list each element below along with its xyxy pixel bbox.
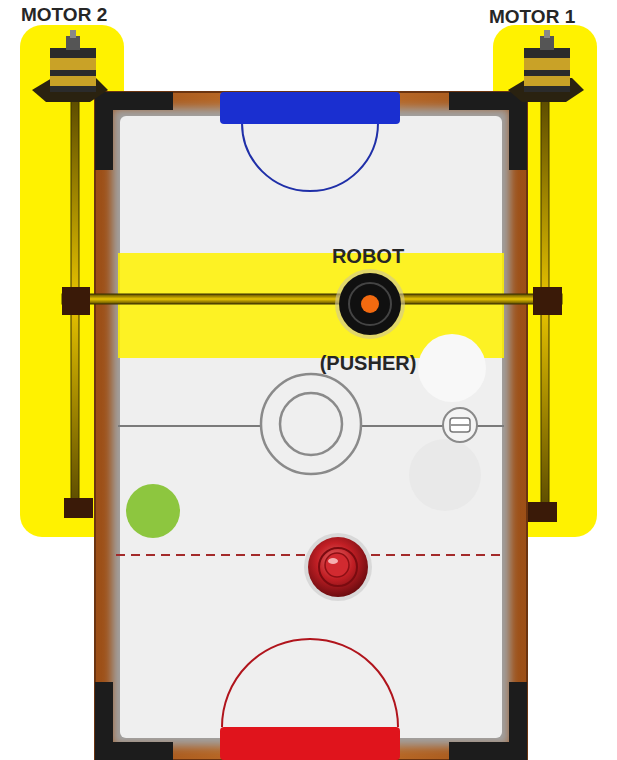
faint-mark [409,439,481,511]
puck-icon [451,424,469,426]
corner-bumper [95,92,173,170]
robot-pusher [349,283,391,325]
goal [220,92,400,124]
stepper-motor [32,30,108,102]
mallet-highlight [328,558,338,564]
corner-bumper [449,92,527,170]
puck-icon [443,408,477,442]
mallet-knob [325,553,349,577]
table-frame-edge [95,92,527,760]
stepper-motor [508,30,584,102]
player-mallet [319,548,357,586]
puck-icon [450,418,470,432]
cross-rod [62,294,562,304]
center-circle [261,374,361,474]
rail-end-block [528,502,557,522]
robot-pusher [339,273,401,335]
carriage-block [62,287,90,315]
surface-shadow [112,108,510,746]
center-circle [280,393,342,455]
faint-mark [418,334,486,402]
motor-label: MOTOR 1 [489,6,575,28]
rail-end-block [64,498,93,518]
part-label: ROBOT [332,245,404,268]
table-frame [95,92,527,760]
pusher-shadow [335,269,405,339]
mallet-shadow [304,533,372,601]
part-label: (PUSHER) [320,352,417,375]
pusher-center [361,295,379,313]
puck [126,484,180,538]
goal-crease [242,123,378,191]
player-mallet [308,537,368,597]
goal-crease [222,639,398,727]
corner-bumper [95,682,173,760]
corner-bumper [449,682,527,760]
goal [220,727,400,760]
carriage-block [533,287,562,315]
motor-label: MOTOR 2 [21,4,107,26]
